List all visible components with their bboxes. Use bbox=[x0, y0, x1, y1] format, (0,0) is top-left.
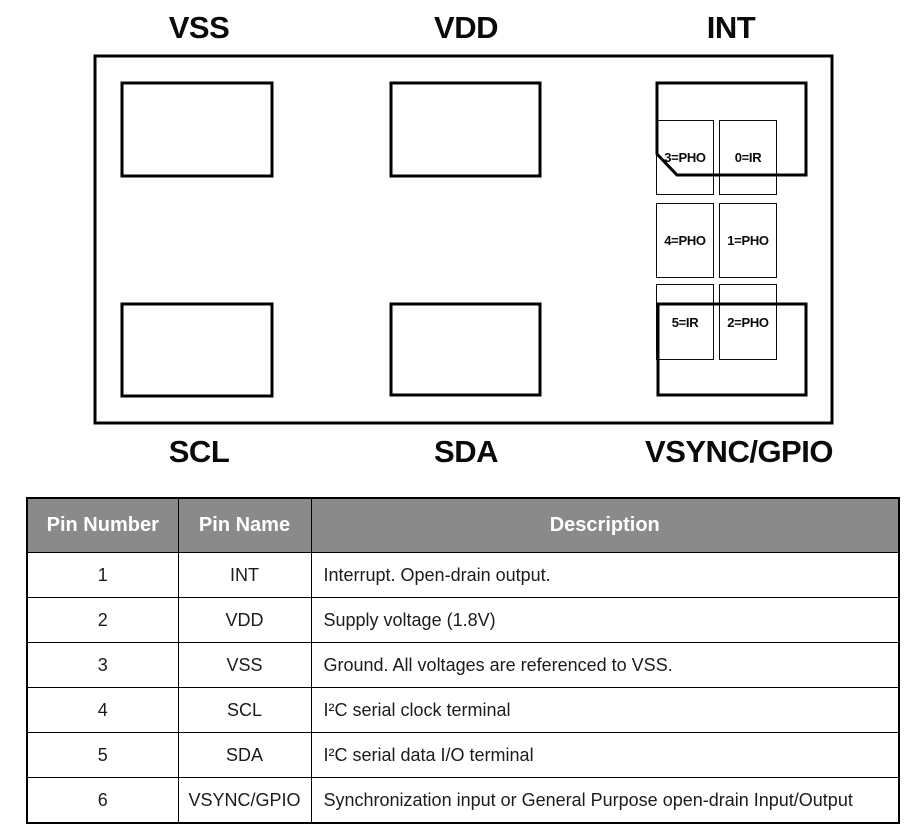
sensor-cell-label: 0=IR bbox=[734, 150, 762, 165]
pin-name-cell: VSYNC/GPIO bbox=[177, 777, 312, 824]
table-row: 2 VDD Supply voltage (1.8V) bbox=[26, 597, 900, 643]
pad-label-sda: SDA bbox=[434, 434, 498, 469]
pin-description-table: Pin Number Pin Name Description 1 INT In… bbox=[26, 497, 900, 824]
sensor-cell-2-pho: 2=PHO bbox=[719, 284, 777, 360]
pin-number-cell: 2 bbox=[26, 597, 179, 643]
pin-description-cell: Synchronization input or General Purpose… bbox=[310, 777, 900, 824]
pin-number-cell: 3 bbox=[26, 642, 179, 688]
pad-label-vsync-gpio: VSYNC/GPIO bbox=[645, 434, 833, 469]
sensor-cell-0-ir: 0=IR bbox=[719, 120, 777, 195]
pin-name-cell: VSS bbox=[177, 642, 312, 688]
sensor-cell-label: 5=IR bbox=[671, 314, 699, 330]
pin-number-cell: 1 bbox=[26, 552, 179, 598]
pin-description-cell: I²C serial clock terminal bbox=[310, 687, 900, 733]
pin-number-cell: 6 bbox=[26, 777, 179, 824]
pin-name-cell: VDD bbox=[177, 597, 312, 643]
pin-diagram-base bbox=[93, 54, 834, 425]
sensor-cell-1-pho: 1=PHO bbox=[719, 203, 777, 278]
sda-pad bbox=[389, 302, 542, 397]
pin-number-cell: 4 bbox=[26, 687, 179, 733]
header-pin-name: Pin Name bbox=[177, 497, 312, 553]
pin-description-cell: I²C serial data I/O terminal bbox=[310, 732, 900, 778]
header-description: Description bbox=[310, 497, 900, 553]
sensor-cell-label: 4=PHO bbox=[664, 233, 706, 248]
sensor-cell-label: 3=PHO bbox=[664, 150, 706, 165]
pad-label-int: INT bbox=[706, 10, 756, 45]
sensor-cell-4-pho: 4=PHO bbox=[656, 203, 714, 278]
pin-description-cell: Ground. All voltages are referenced to V… bbox=[310, 642, 900, 688]
header-pin-number: Pin Number bbox=[26, 497, 179, 553]
sensor-cell-label: 2=PHO bbox=[727, 314, 769, 330]
sensor-cell-5-ir: 5=IR bbox=[656, 284, 714, 360]
table-row: 6 VSYNC/GPIO Synchronization input or Ge… bbox=[26, 777, 900, 824]
vss-pad bbox=[120, 81, 274, 178]
pin-name-cell: SDA bbox=[177, 732, 312, 778]
pin-name-cell: INT bbox=[177, 552, 312, 598]
pin-description-cell: Interrupt. Open-drain output. bbox=[310, 552, 900, 598]
pin-number-cell: 5 bbox=[26, 732, 179, 778]
vdd-pad bbox=[389, 81, 542, 178]
sensor-cell-3-pho: 3=PHO bbox=[656, 120, 714, 195]
table-row: 1 INT Interrupt. Open-drain output. bbox=[26, 552, 900, 598]
pin-description-cell: Supply voltage (1.8V) bbox=[310, 597, 900, 643]
table-header-row: Pin Number Pin Name Description bbox=[26, 497, 900, 553]
pin-name-cell: SCL bbox=[177, 687, 312, 733]
chip-outline bbox=[93, 54, 834, 425]
pad-label-vdd: VDD bbox=[434, 10, 498, 45]
sensor-cell-label: 1=PHO bbox=[727, 233, 769, 248]
table-row: 5 SDA I²C serial data I/O terminal bbox=[26, 732, 900, 778]
table-row: 4 SCL I²C serial clock terminal bbox=[26, 687, 900, 733]
scl-pad bbox=[120, 302, 274, 398]
pad-label-scl: SCL bbox=[168, 434, 230, 469]
pin-configuration-diagram: 3=PHO 0=IR 4=PHO 1=PHO 5=IR 2=PHO VSS VD… bbox=[93, 10, 834, 469]
pad-label-vss: VSS bbox=[168, 10, 230, 45]
table-row: 3 VSS Ground. All voltages are reference… bbox=[26, 642, 900, 688]
